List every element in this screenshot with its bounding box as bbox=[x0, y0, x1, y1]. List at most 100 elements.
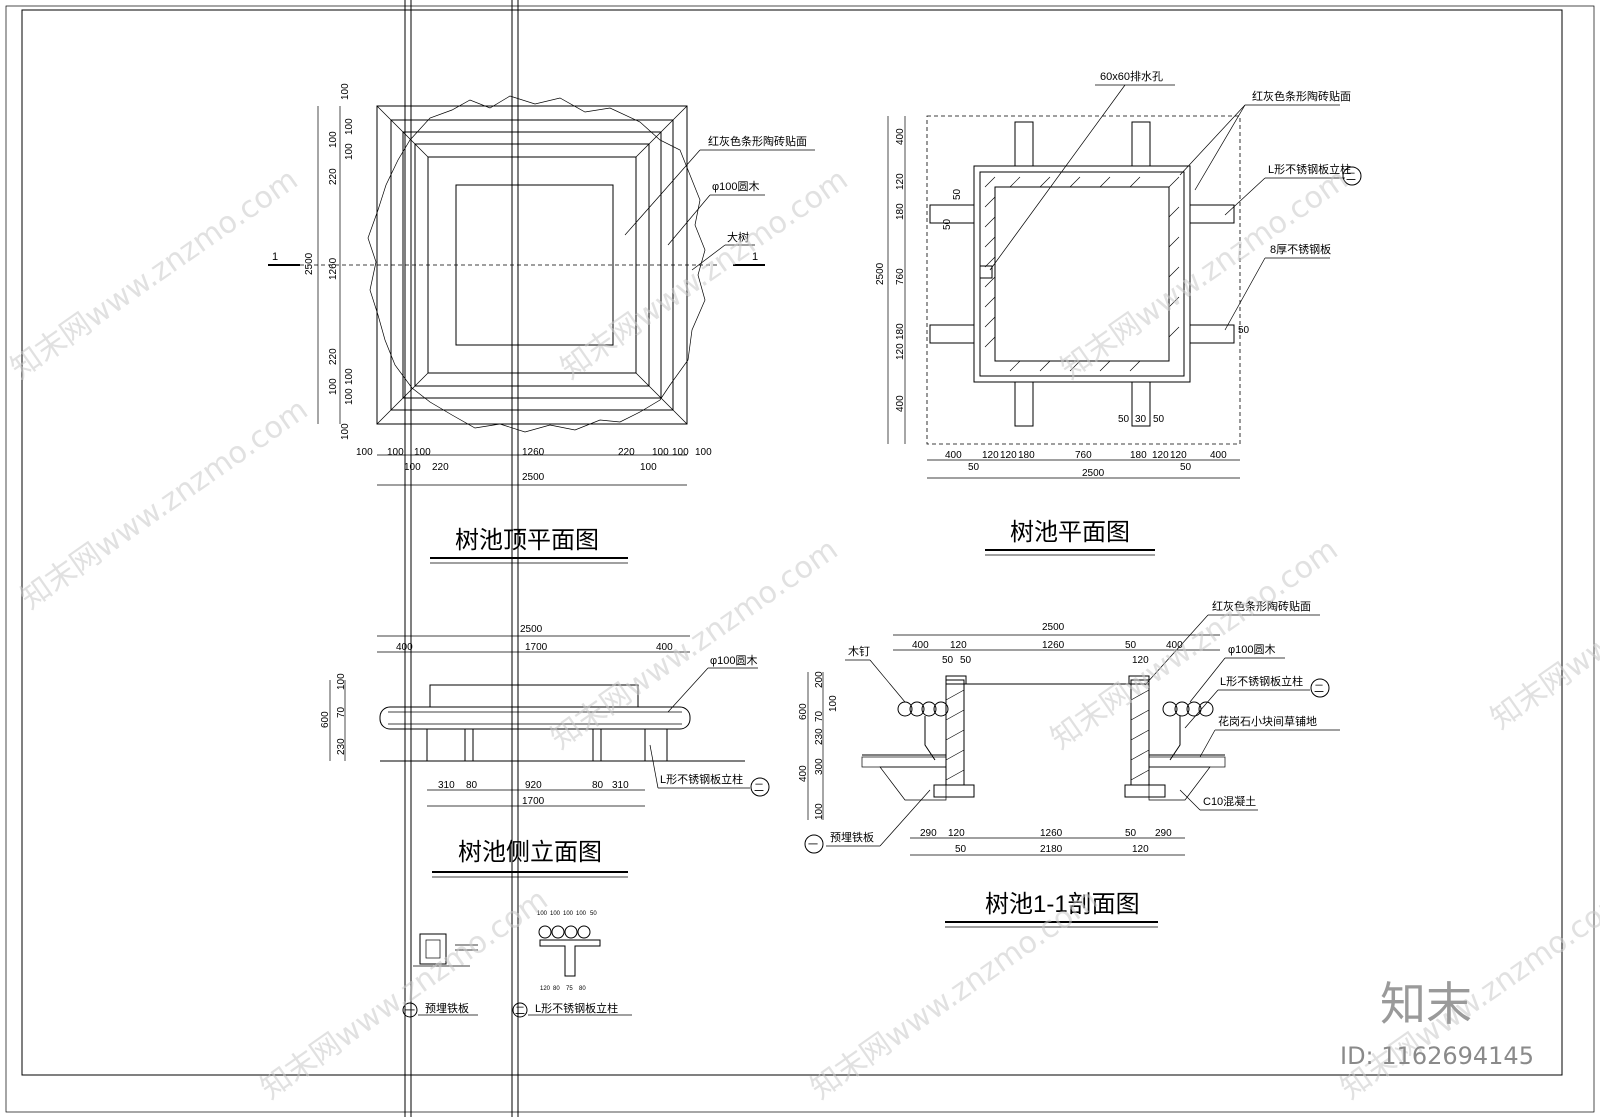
svg-text:二: 二 bbox=[1346, 172, 1356, 183]
svg-text:230: 230 bbox=[336, 738, 347, 755]
svg-text:120: 120 bbox=[1132, 844, 1149, 855]
svg-text:100: 100 bbox=[550, 911, 561, 917]
svg-text:2500: 2500 bbox=[1082, 468, 1105, 479]
svg-text:2180: 2180 bbox=[1040, 844, 1063, 855]
detail-label-plate: 预埋铁板 bbox=[425, 1001, 469, 1015]
note-round-timber: φ100圆木 bbox=[712, 180, 760, 193]
note-l-post: L形不锈钢板立柱 bbox=[1268, 162, 1351, 176]
elevation-view: 2500 400 1700 400 310 80 920 80 310 1700… bbox=[320, 624, 770, 878]
svg-text:100: 100 bbox=[340, 423, 351, 440]
svg-text:50: 50 bbox=[1125, 828, 1137, 839]
svg-text:知末网www.znzmo.com: 知末网www.znzmo.com bbox=[15, 392, 315, 617]
detail-ref-plan bbox=[1342, 166, 1362, 186]
svg-text:100: 100 bbox=[404, 462, 421, 473]
svg-text:2500: 2500 bbox=[1042, 622, 1065, 633]
svg-text:100: 100 bbox=[328, 378, 339, 395]
svg-text:180: 180 bbox=[895, 203, 906, 220]
svg-text:120: 120 bbox=[540, 986, 551, 992]
elevation-bench-top bbox=[379, 706, 691, 730]
outer-border bbox=[5, 5, 1595, 1113]
watermarks: 知末网www.znzmo.com 知末网www.znzmo.com 知末网www… bbox=[5, 162, 1600, 1107]
svg-text:知末网www.znzmo.com: 知末网www.znzmo.com bbox=[1055, 162, 1355, 387]
svg-text:100: 100 bbox=[828, 695, 839, 712]
svg-text:100: 100 bbox=[328, 131, 339, 148]
detail-label-post: L形不锈钢板立柱 bbox=[535, 1001, 618, 1015]
section-mark-left: 1 bbox=[272, 251, 278, 263]
svg-text:290: 290 bbox=[920, 828, 937, 839]
svg-text:120: 120 bbox=[1170, 450, 1187, 461]
svg-text:100: 100 bbox=[640, 462, 657, 473]
svg-text:310: 310 bbox=[438, 780, 455, 791]
svg-text:50: 50 bbox=[942, 218, 953, 230]
svg-text:100: 100 bbox=[576, 911, 587, 917]
svg-text:100: 100 bbox=[672, 447, 689, 458]
note-steel-plate: 8厚不锈钢板 bbox=[1270, 242, 1331, 256]
svg-text:230: 230 bbox=[814, 728, 825, 745]
svg-text:120: 120 bbox=[1152, 450, 1169, 461]
svg-text:100: 100 bbox=[344, 388, 355, 405]
svg-text:100: 100 bbox=[336, 673, 347, 690]
svg-text:400: 400 bbox=[656, 642, 673, 653]
svg-text:70: 70 bbox=[336, 706, 347, 718]
svg-text:50: 50 bbox=[952, 188, 963, 200]
svg-text:760: 760 bbox=[895, 268, 906, 285]
note-drain-hole: 60x60排水孔 bbox=[1100, 69, 1163, 83]
svg-text:1700: 1700 bbox=[522, 796, 545, 807]
svg-text:知末网www.znzmo.com: 知末网www.znzmo.com bbox=[255, 882, 555, 1107]
svg-text:120: 120 bbox=[982, 450, 999, 461]
svg-text:400: 400 bbox=[945, 450, 962, 461]
inner-border bbox=[21, 9, 1563, 1076]
note-c10: C10混凝土 bbox=[1203, 794, 1256, 808]
svg-text:400: 400 bbox=[912, 640, 929, 651]
svg-text:80: 80 bbox=[553, 986, 560, 992]
svg-text:100: 100 bbox=[344, 368, 355, 385]
svg-text:400: 400 bbox=[895, 395, 906, 412]
svg-text:400: 400 bbox=[396, 642, 413, 653]
svg-text:100: 100 bbox=[537, 911, 548, 917]
svg-text:50: 50 bbox=[955, 844, 967, 855]
drain-hole bbox=[979, 265, 993, 279]
svg-text:100: 100 bbox=[340, 83, 351, 100]
note-section-post: L形不锈钢板立柱 bbox=[1220, 674, 1303, 688]
svg-text:200: 200 bbox=[814, 671, 825, 688]
svg-text:180: 180 bbox=[1130, 450, 1147, 461]
svg-text:100: 100 bbox=[652, 447, 669, 458]
svg-text:50: 50 bbox=[1125, 640, 1137, 651]
note-section-timber: φ100圆木 bbox=[1228, 643, 1276, 656]
svg-text:75: 75 bbox=[566, 986, 573, 992]
note-wood-nail: 木钉 bbox=[848, 645, 870, 658]
svg-text:120: 120 bbox=[950, 640, 967, 651]
svg-text:400: 400 bbox=[1210, 450, 1227, 461]
svg-text:120: 120 bbox=[948, 828, 965, 839]
note-embedded-plate: 预埋铁板 bbox=[830, 830, 874, 844]
svg-text:220: 220 bbox=[328, 168, 339, 185]
svg-text:50: 50 bbox=[1238, 325, 1250, 336]
svg-text:600: 600 bbox=[320, 711, 331, 728]
svg-text:290: 290 bbox=[1155, 828, 1172, 839]
svg-text:1260: 1260 bbox=[1042, 640, 1065, 651]
svg-text:100: 100 bbox=[344, 143, 355, 160]
svg-text:二: 二 bbox=[1314, 684, 1324, 695]
svg-text:50: 50 bbox=[960, 655, 972, 666]
svg-text:知末网www.znzmo.com: 知末网www.znzmo.com bbox=[1485, 512, 1600, 737]
svg-text:1260: 1260 bbox=[522, 447, 545, 458]
svg-text:100: 100 bbox=[695, 447, 712, 458]
svg-text:600: 600 bbox=[798, 703, 809, 720]
svg-text:2500: 2500 bbox=[522, 472, 545, 483]
svg-text:1700: 1700 bbox=[525, 642, 548, 653]
svg-text:180: 180 bbox=[1018, 450, 1035, 461]
svg-text:50: 50 bbox=[968, 462, 980, 473]
dim-v-total: 2500 bbox=[304, 252, 315, 275]
note-elev-timber: φ100圆木 bbox=[710, 654, 758, 667]
svg-text:100: 100 bbox=[414, 447, 431, 458]
svg-text:400: 400 bbox=[1166, 640, 1183, 651]
svg-text:70: 70 bbox=[814, 710, 825, 722]
svg-text:920: 920 bbox=[525, 780, 542, 791]
svg-text:50: 50 bbox=[942, 655, 954, 666]
svg-text:二: 二 bbox=[515, 1006, 525, 1017]
svg-text:知末网www.znzmo.com: 知末网www.znzmo.com bbox=[545, 532, 845, 757]
svg-text:120: 120 bbox=[895, 343, 906, 360]
section-mark-right: 1 bbox=[752, 251, 758, 263]
svg-text:知末网www.znzmo.com: 知末网www.znzmo.com bbox=[555, 162, 855, 387]
svg-text:220: 220 bbox=[328, 348, 339, 365]
